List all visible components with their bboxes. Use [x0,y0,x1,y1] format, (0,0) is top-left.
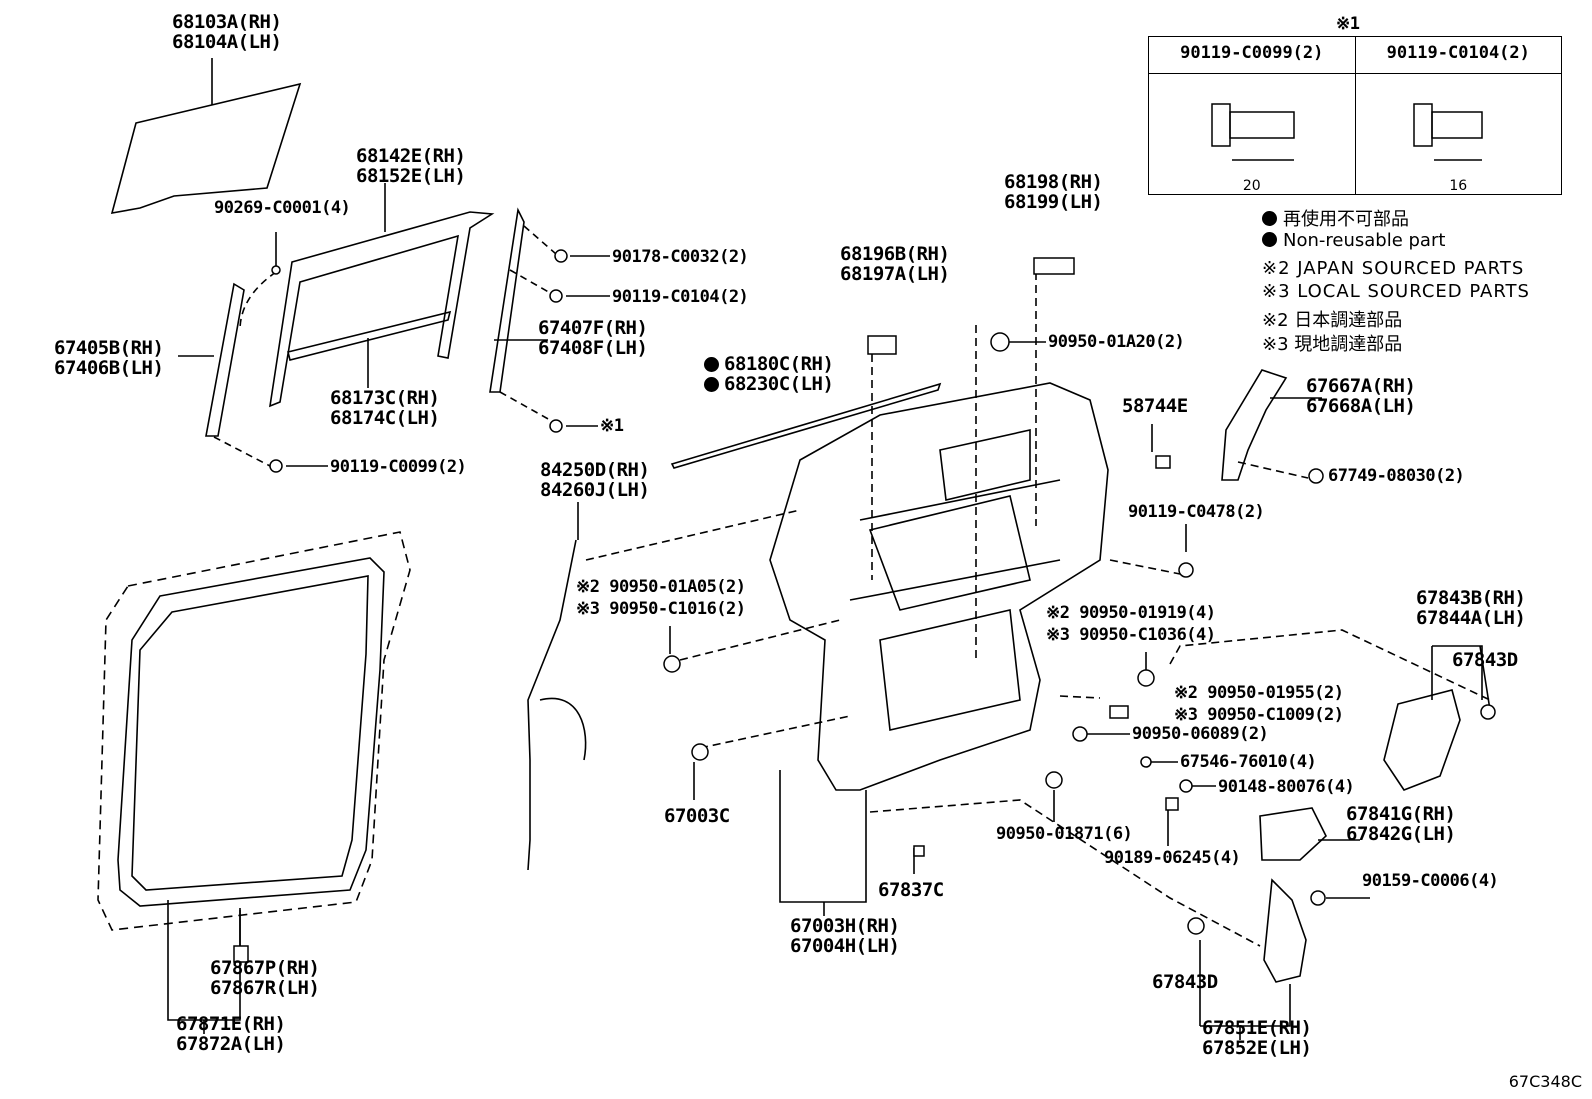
screw-icon [1310,890,1326,906]
weatherstrip-68180 [670,382,942,469]
legend-note3-en: ※3 LOCAL SOURCED PARTS [1262,281,1530,302]
cover-67841 [1259,807,1327,861]
screw-icon [1179,779,1193,793]
plug-icon [990,332,1010,352]
door-glass [110,82,302,215]
clip-icon [233,945,249,963]
pad-icon [1155,455,1171,469]
label-weatherstrip-68180[interactable]: 68180C(RH) 68230C(LH) [704,354,834,394]
label-plug-01919[interactable]: ※2 90950-01919(4) ※3 90950-C1036(4) [1046,603,1216,645]
label-clip-67749[interactable]: 67749-08030(2) [1328,466,1465,486]
legend-note3-jp: ※3 現地調達部品 [1262,334,1403,355]
spec-table-title: ※1 [1336,14,1360,34]
rear-channel [489,207,525,393]
label-plug-01955[interactable]: ※2 90950-01955(2) ※3 90950-C1009(2) [1174,683,1344,725]
fastener-spec-table: 90119-C0099(2) 90119-C0104(2) 20 16 [1148,36,1562,195]
filled-dot-icon [1262,211,1277,226]
washer-icon [1140,756,1152,768]
label-clip-67867[interactable]: 67867P(RH) 67867R(LH) [210,957,320,999]
label-plug-90950-01a20[interactable]: 90950-01A20(2) [1048,332,1185,352]
hinge-icon [1033,257,1075,275]
label-clip-67843d-a[interactable]: 67843D [1452,649,1518,671]
label-screw-90159[interactable]: 90159-C0006(4) [1362,871,1499,891]
label-plug-01a05[interactable]: ※2 90950-01A05(2) ※3 90950-C1016(2) [576,577,746,619]
clip-icon [1187,917,1205,935]
label-washer-67546[interactable]: 67546-76010(4) [1180,752,1317,772]
label-hinge-68198[interactable]: 68198(RH) 68199(LH) [1004,171,1103,213]
filled-dot-icon [1262,232,1277,247]
nut-icon [554,249,568,263]
clip-icon [913,845,925,857]
plug-icon [1045,771,1063,789]
label-run-68173[interactable]: 68173C(RH) 68174C(LH) [330,387,440,429]
spec-header: 90119-C0104(2) [1354,36,1562,74]
label-pad-58744[interactable]: 58744E [1122,395,1188,417]
legend-note2-jp: ※2 日本調達部品 [1262,310,1403,331]
non-reusable-dot-icon [704,357,719,372]
bolt-icon [549,419,563,433]
plug-icon [1072,726,1088,742]
label-cover-67841[interactable]: 67841G(RH) 67842G(LH) [1346,803,1456,845]
figure-code: 67C348C [1508,1072,1582,1091]
label-cover-67843b[interactable]: 67843B(RH) 67844A(LH) [1416,587,1526,629]
label-weatherstrip-67871[interactable]: 67871E(RH) 67872A(LH) [176,1013,286,1055]
wire-harness [527,539,577,871]
label-bracket-68196[interactable]: 68196B(RH) 68197A(LH) [840,243,950,285]
plug-icon [663,655,681,673]
label-plug-67003c[interactable]: 67003C [664,805,730,827]
legend-note2-en: ※2 JAPAN SOURCED PARTS [1262,258,1525,279]
door-panel [769,382,1109,791]
cover-67851 [1263,878,1307,983]
label-channel-rear[interactable]: 67407F(RH) 67408F(LH) [538,317,648,359]
spec-header: 90119-C0099(2) [1148,36,1356,74]
label-glass[interactable]: 68103A(RH) 68104A(LH) [172,11,282,53]
cover-67843b [1383,689,1461,791]
plug-icon [1137,669,1155,687]
bolt-icon [549,289,563,303]
label-screw-90148[interactable]: 90148-80076(4) [1218,777,1355,797]
label-clip-90189[interactable]: 90189-06245(4) [1104,848,1241,868]
legend-non-reusable-jp: 再使用不可部品 [1262,205,1409,231]
label-nut-90178[interactable]: 90178-C0032(2) [612,247,749,267]
legend-non-reusable-en: Non-reusable part [1262,230,1445,251]
label-plug-01871[interactable]: 90950-01871(6) [996,824,1133,844]
plug-icon [1109,705,1129,719]
label-plug-06089[interactable]: 90950-06089(2) [1132,724,1269,744]
non-reusable-dot-icon [704,377,719,392]
label-channel-front[interactable]: 67405B(RH) 67406B(LH) [54,337,164,379]
glass-frame [268,211,495,408]
bolt-length: 16 [1449,178,1468,194]
clip-icon [1480,704,1496,720]
bolt-icon [1178,562,1194,578]
clip-icon [1165,797,1179,811]
clip-icon [271,265,281,275]
label-harness-84250[interactable]: 84250D(RH) 84260J(LH) [540,459,650,501]
label-bolt-90119-c0099[interactable]: 90119-C0099(2) [330,457,467,477]
cover-67667 [1221,369,1288,481]
front-channel [205,282,245,437]
label-frame[interactable]: 68142E(RH) 68152E(LH) [356,145,466,187]
label-cover-67667[interactable]: 67667A(RH) 67668A(LH) [1306,375,1416,417]
bracket-icon [867,335,897,355]
plug-icon [691,743,709,761]
bolt-length: 20 [1242,178,1261,194]
label-cover-67851[interactable]: 67851E(RH) 67852E(LH) [1202,1017,1312,1059]
label-bolt-90119-c0104[interactable]: 90119-C0104(2) [612,287,749,307]
label-ref1[interactable]: ※1 [600,416,624,436]
weatherstrip-67871 [117,557,385,907]
label-bolt-90119-c0478[interactable]: 90119-C0478(2) [1128,502,1265,522]
clip-icon [1308,468,1324,484]
label-clip-67837[interactable]: 67837C [878,879,944,901]
bolt-icon [269,459,283,473]
label-clip-90269[interactable]: 90269-C0001(4) [214,198,351,218]
label-clip-67843d-b[interactable]: 67843D [1152,971,1218,993]
label-panel-67003h[interactable]: 67003H(RH) 67004H(LH) [790,915,900,957]
